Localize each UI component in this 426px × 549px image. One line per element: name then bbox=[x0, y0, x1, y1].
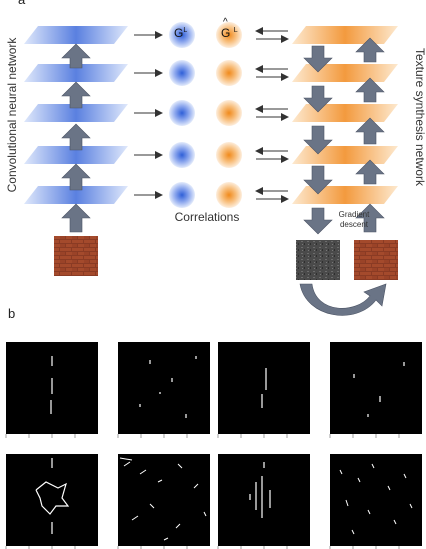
synth-layer-5 bbox=[292, 186, 398, 204]
noise-texture-image bbox=[296, 240, 340, 280]
gram-circle-5 bbox=[169, 182, 195, 208]
synth-layer-2 bbox=[292, 64, 398, 82]
cnn-to-gram-arrows bbox=[134, 35, 162, 195]
synth-layers bbox=[292, 26, 398, 204]
cnn-layer-1 bbox=[24, 26, 128, 44]
source-texture-image bbox=[54, 236, 98, 276]
gradient-descent-label: Gradient descent bbox=[326, 210, 382, 230]
gram-circle-3 bbox=[169, 100, 195, 126]
correlations-label: Correlations bbox=[160, 210, 254, 224]
gram-circle-2 bbox=[169, 60, 195, 86]
synth-layer-1 bbox=[292, 26, 398, 44]
gram-hat-circle-3 bbox=[216, 100, 242, 126]
up-arrow-icon bbox=[62, 204, 90, 232]
synth-layer-3 bbox=[292, 104, 398, 122]
result-image-8 bbox=[330, 454, 422, 546]
synth-layer-4 bbox=[292, 146, 398, 164]
result-image-6 bbox=[118, 454, 210, 546]
gram-label: GL bbox=[174, 26, 187, 40]
gram-hat-circle-2 bbox=[216, 60, 242, 86]
gram-circle-4 bbox=[169, 142, 195, 168]
gram-circles-source bbox=[169, 22, 195, 208]
result-image-2 bbox=[118, 342, 210, 434]
result-image-3 bbox=[218, 342, 310, 434]
gram-hat-circle-5 bbox=[216, 182, 242, 208]
panel-b-images bbox=[6, 342, 422, 546]
gram-hat-circle-4 bbox=[216, 142, 242, 168]
curved-arrow-icon bbox=[300, 284, 386, 315]
gram-hat-label: ^ G L bbox=[221, 26, 238, 40]
gram-circles-synth bbox=[216, 22, 242, 208]
result-image-4 bbox=[330, 342, 422, 434]
synth-exchange-arrows bbox=[256, 31, 288, 199]
synthesized-texture-image bbox=[354, 240, 398, 280]
